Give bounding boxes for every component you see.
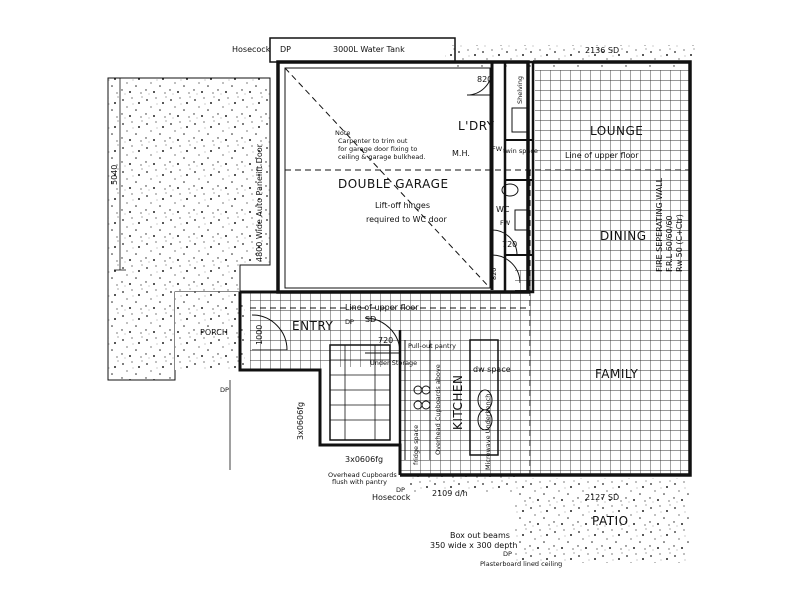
box-out-2-label: 350 wide x 300 depth (430, 541, 518, 550)
fire-wall-2-label: F.R.L 60/60/60 (665, 215, 674, 272)
wc-label: WC (496, 205, 510, 214)
dp-patio-label: DP (503, 550, 512, 558)
window-left-label: 3x0606fg (296, 402, 305, 440)
overhead-cb-2-label: flush with pantry (332, 478, 387, 486)
dim-2127-label: 2127 SD (585, 493, 619, 502)
plasterboard-label: Plasterboard lined ceiling (480, 560, 562, 568)
laundry-label: L'DRY (458, 119, 495, 133)
lift-off-2-label: required to WC door (366, 215, 448, 224)
dp-entry-label: DP (345, 318, 354, 326)
door-swings (251, 69, 521, 354)
dining-label: DINING (600, 229, 647, 243)
line-upper-floor-right-label: Line of upper floor (565, 151, 639, 160)
fire-wall-3-label: Rw 50 (C+Ctr) (675, 214, 684, 272)
overhead-cb-1-label: Overhead Cupboards (328, 471, 397, 479)
fridge-space-label: fridge space (412, 425, 420, 465)
dim-720-wc-label: 720 (502, 240, 517, 249)
garage-door-label: 4800 Wide Auto Panelift Door (255, 143, 264, 262)
double-garage-label: DOUBLE GARAGE (338, 177, 449, 191)
note-line3-label: ceiling & garage bulkhead. (338, 153, 426, 161)
fw-wc-label: FW (500, 219, 511, 227)
patio-label: PATIO (592, 514, 629, 528)
window-bottom-label: 3x0606fg (345, 455, 383, 464)
dw-space-label: dw space (473, 365, 511, 374)
family-label: FAMILY (595, 367, 638, 381)
lounge-label: LOUNGE (590, 124, 643, 138)
walls (238, 37, 692, 477)
dim-5040-label: 5040 (110, 165, 119, 185)
sd-entry-label: SD (365, 315, 376, 324)
note-line2-label: for garage door fixing to (338, 145, 417, 153)
hosecock-top-label: Hosecock (232, 45, 271, 54)
dim-820-top-label: 820 (477, 75, 492, 84)
microwave-label: Microwave Underbench (484, 394, 492, 470)
dp-bottom-label: DP (396, 486, 405, 494)
fixtures (413, 107, 529, 431)
fire-wall-1-label: FIRE SEPERATING WALL (655, 177, 664, 272)
dim-820-wc-label: 820 (490, 268, 498, 280)
kitchen-label: KITCHEN (451, 375, 465, 431)
line-upper-floor-left-label: Line of upper floor (345, 303, 419, 312)
note-title-label: Note (335, 129, 350, 137)
pull-out-pantry-label: Pull-out pantry (408, 342, 456, 350)
under-storage-label: Under Storage (370, 359, 417, 367)
dim-2109-label: 2109 d/h (432, 489, 468, 498)
tiled-floor (250, 70, 690, 475)
dim-720-entry-label: 720 (378, 336, 393, 345)
dimension-lines (114, 77, 231, 470)
entry-label: ENTRY (292, 319, 333, 333)
overhead-cupboards-label: Overhead Cupboards above (434, 364, 442, 455)
note-line1-label: Carpenter to trim out (338, 137, 408, 145)
dim-1000-label: 1000 (255, 325, 264, 345)
dp-top-label: DP (280, 45, 291, 54)
twin-space-label: twin space (503, 147, 538, 155)
box-out-1-label: Box out beams (450, 531, 510, 540)
hosecock-bottom-label: Hosecock (372, 493, 411, 502)
lift-off-1-label: Lift-off hinges (375, 201, 430, 210)
shelving-label: Shelving (516, 76, 524, 104)
water-tank-label: 3000L Water Tank (333, 45, 405, 54)
porch-label: PORCH (200, 328, 228, 337)
dp-left-label: DP (220, 386, 229, 394)
dashed-lines (250, 67, 690, 475)
fw-laundry-label: FW (492, 145, 503, 153)
mh-label: M.H. (452, 149, 470, 158)
dim-2136-label: 2136 SD (585, 46, 619, 55)
